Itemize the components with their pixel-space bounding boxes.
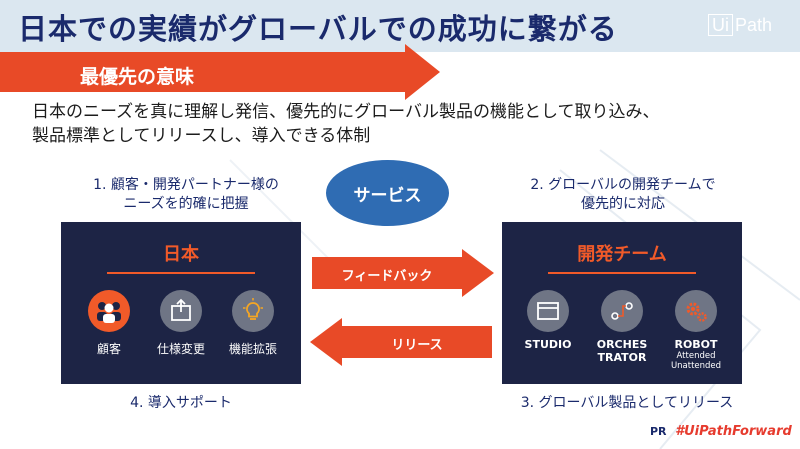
people-icon	[88, 290, 130, 332]
hashtag-text: #UiPathForward	[675, 424, 792, 439]
description-line-2: 製品標準としてリリースし、導入できる体制	[32, 126, 371, 146]
spec-change-item: 仕様変更	[141, 290, 221, 357]
japan-panel-title: 日本	[163, 244, 199, 265]
service-oval: サービス	[326, 160, 449, 226]
robot-label: ROBOT	[674, 338, 718, 351]
step-1-line-1: 1. 顧客・開発パートナー様の	[93, 177, 279, 193]
release-label: リリース	[391, 338, 443, 353]
orchestrator-label: ORCHES TRATOR	[582, 338, 662, 364]
step-3: 3. グローバル製品としてリリース	[520, 395, 734, 411]
description-line-1: 日本のニーズを真に理解し発信、優先的にグローバル製品の機能として取り込み、	[32, 102, 660, 122]
uipath-logo: Ui Path	[708, 14, 772, 36]
header-band	[0, 0, 800, 52]
robot-sub-unattended: Unattended	[670, 361, 722, 371]
logo-box: Ui	[708, 14, 733, 36]
priority-label: 最優先の意味	[80, 66, 195, 88]
japan-panel-divider	[107, 272, 255, 274]
dev-team-panel-divider	[548, 272, 696, 274]
step-2-line-2: 優先的に対応	[581, 196, 665, 212]
slide-title: 日本での実績がグローバルでの成功に繋がる	[18, 12, 618, 46]
step-2-line-1: 2. グローバルの開発チームで	[530, 177, 716, 193]
description: 日本のニーズを真に理解し発信、優先的にグローバル製品の機能として取り込み、 製品…	[32, 100, 792, 148]
feature-expand-item: 機能拡張	[213, 290, 293, 357]
feedback-arrow	[312, 249, 494, 297]
feature-expand-label: 機能拡張	[228, 342, 277, 356]
japan-panel: 日本 顧客 仕様変更	[61, 222, 301, 384]
pr-hashtag: PR #UiPathForward	[650, 424, 792, 439]
studio-item: STUDIO	[508, 290, 588, 351]
spec-change-label: 仕様変更	[156, 342, 205, 356]
step-1: 1. 顧客・開発パートナー様の ニーズを的確に把握	[66, 176, 306, 214]
orchestrator-label-line-1: ORCHES	[596, 338, 648, 351]
dev-team-panel-title: 開発チーム	[577, 244, 667, 265]
logo-text: Path	[735, 14, 773, 35]
window-icon	[527, 290, 569, 332]
priority-arrow	[0, 44, 440, 100]
box-icon	[160, 290, 202, 332]
gears-icon	[675, 290, 717, 332]
studio-label: STUDIO	[524, 338, 572, 351]
flow-icon	[601, 290, 643, 332]
feedback-label: フィードバック	[341, 269, 433, 284]
customer-item: 顧客	[69, 290, 149, 357]
dev-team-panel: 開発チーム STUDIO ORCHES TRATOR	[502, 222, 742, 384]
customer-label: 顧客	[96, 342, 121, 356]
robot-sub-attended: Attended	[676, 351, 716, 361]
step-4: 4. 導入サポート	[130, 395, 232, 411]
service-label: サービス	[353, 185, 422, 206]
robot-item: ROBOT Attended Unattended	[656, 290, 736, 371]
step-2: 2. グローバルの開発チームで 優先的に対応	[498, 176, 748, 214]
pr-label: PR	[650, 425, 667, 438]
step-1-line-2: ニーズを的確に把握	[123, 196, 249, 212]
lightbulb-icon	[232, 290, 274, 332]
orchestrator-item: ORCHES TRATOR	[582, 290, 662, 364]
orchestrator-label-line-2: TRATOR	[597, 351, 647, 364]
release-arrow	[310, 318, 492, 366]
